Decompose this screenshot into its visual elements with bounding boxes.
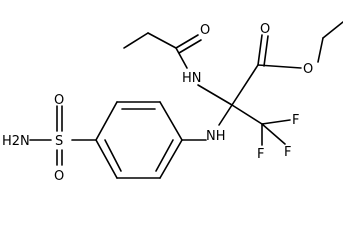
bond-cq-nh	[218, 104, 233, 126]
atom-f1: F	[292, 113, 299, 128]
structure-diagram: O HN O O NH F F F O S O H2N	[2, 21, 343, 184]
ring-bond-6	[159, 139, 183, 179]
atom-o-ester: O	[303, 62, 313, 77]
bond-cf3-f1	[261, 119, 291, 125]
atom-hn-amide: HN	[182, 71, 202, 86]
bond-ester-carbonyl-a	[257, 34, 263, 66]
ring-double-2	[104, 139, 122, 172]
bond-acyl-nh	[175, 47, 188, 69]
ring-bond-4	[95, 139, 118, 179]
bond-cq-ester-c	[231, 64, 259, 106]
atom-f3: F	[257, 147, 264, 162]
atom-nh-aniline: NH	[206, 129, 226, 144]
ring-double-3	[155, 139, 174, 172]
atom-f2: F	[284, 145, 291, 160]
bond-acyl-carbonyl-b	[178, 39, 202, 54]
bond-nh-cq	[197, 84, 233, 106]
atom-h2n: H2N	[2, 134, 30, 149]
bond-acyl-carbonyl-a	[175, 34, 199, 49]
atom-o-acyl: O	[200, 23, 210, 38]
ring-bond-1	[159, 101, 183, 141]
bond-cf3-f2	[261, 123, 286, 145]
atom-s: S	[55, 134, 63, 149]
bond-ester-carbonyl-b	[263, 35, 269, 67]
bond-ester-o-ch2	[317, 37, 324, 63]
bond-cq-cf3	[231, 104, 263, 125]
atom-o-ester-carbonyl: O	[260, 22, 270, 37]
bond-ester-c-o	[257, 64, 302, 69]
bond-propanoyl-c1-c2	[123, 32, 149, 49]
ring-bond-3	[95, 101, 118, 141]
bond-ethyl-ch2-ch3	[322, 21, 343, 39]
bond-propanoyl-c2-c3	[147, 32, 177, 49]
atom-o-sulfonyl-bottom: O	[54, 169, 64, 184]
atom-o-sulfonyl-top: O	[54, 93, 64, 108]
